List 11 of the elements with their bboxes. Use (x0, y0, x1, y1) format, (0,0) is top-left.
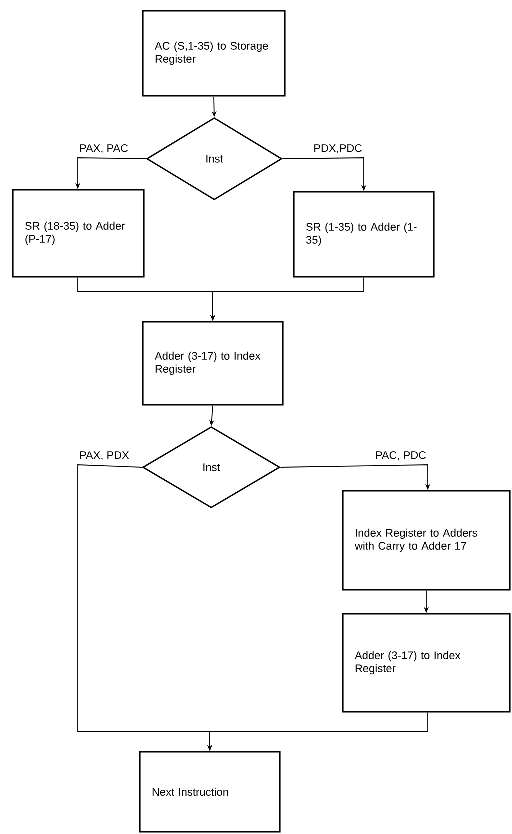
edge-label: PDX,PDC (312, 143, 364, 155)
edge-label: PAX, PAC (78, 143, 130, 155)
edge-label: PAX, PDX (78, 450, 130, 462)
process-box: Adder (3-17) to Index Register (142, 321, 284, 406)
process-box: SR (18-35) to Adder (P-17) (12, 189, 145, 278)
process-box: Index Register to Adders with Carry to Adder 17 (342, 490, 511, 591)
process-box: Next Instruction (139, 751, 281, 833)
process-box: AC (S,1-35) to Storage Register (142, 10, 286, 97)
process-box: Adder (3-17) to Index Register (342, 613, 511, 713)
edge-label: PAC, PDC (374, 450, 428, 462)
process-box: SR (1-35) to Adder (1-35) (293, 191, 435, 278)
